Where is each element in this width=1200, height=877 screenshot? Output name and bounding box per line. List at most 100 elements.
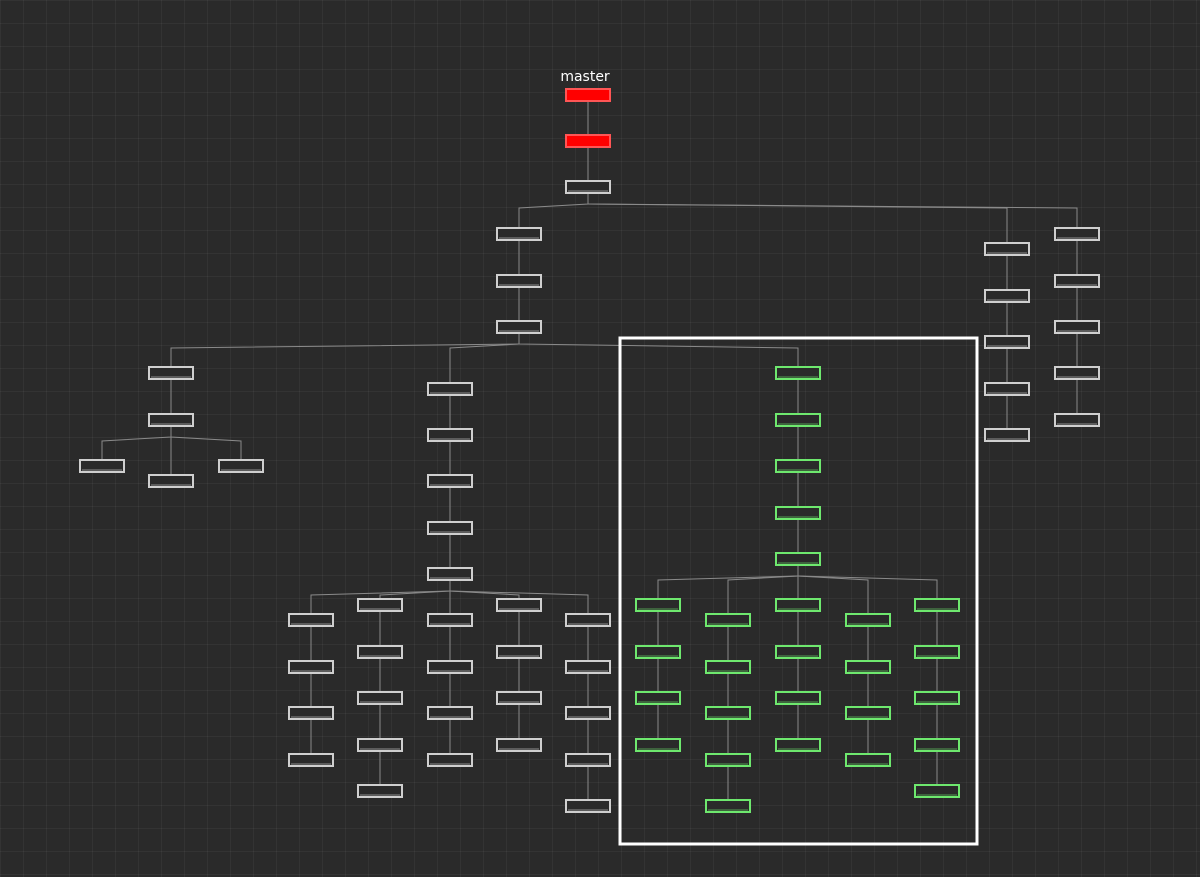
commit-node[interactable] [496,738,542,752]
commit-node[interactable] [357,738,403,752]
commit-node[interactable] [1054,366,1100,380]
commit-node-box[interactable] [565,706,611,720]
commit-node[interactable] [565,613,611,627]
commit-node[interactable] [496,227,542,241]
selected-commit-node[interactable] [914,598,960,612]
commit-node[interactable] [288,660,334,674]
commit-node-box[interactable] [427,613,473,627]
commit-node[interactable] [565,706,611,720]
commit-node-box[interactable] [218,459,264,473]
commit-node[interactable] [984,335,1030,349]
commit-node-box[interactable] [427,567,473,581]
selected-commit-node[interactable] [635,691,681,705]
commit-node-box[interactable] [288,613,334,627]
commit-node-box[interactable] [427,428,473,442]
commit-node-box[interactable] [914,691,960,705]
selected-commit-node[interactable] [705,660,751,674]
selected-commit-node[interactable] [635,598,681,612]
commit-node-box[interactable] [427,521,473,535]
selected-commit-node[interactable] [845,753,891,767]
commit-node-box[interactable] [565,660,611,674]
selected-commit-node[interactable] [845,613,891,627]
selected-commit-node[interactable] [914,784,960,798]
commit-node[interactable] [427,382,473,396]
commit-node-box[interactable] [705,706,751,720]
commit-node-box[interactable] [1054,274,1100,288]
commit-node[interactable] [496,274,542,288]
commit-node[interactable] [357,645,403,659]
selected-commit-node[interactable] [914,738,960,752]
selected-commit-node[interactable] [845,706,891,720]
commit-node[interactable] [218,459,264,473]
commit-node-box[interactable] [496,598,542,612]
commit-node-box[interactable] [496,738,542,752]
commit-node-box[interactable] [775,459,821,473]
selected-commit-node[interactable] [705,753,751,767]
commit-node-box[interactable] [775,552,821,566]
commit-node-box[interactable] [148,366,194,380]
commit-node[interactable] [427,753,473,767]
commit-node[interactable] [357,784,403,798]
commit-node[interactable] [496,691,542,705]
selected-commit-node[interactable] [775,552,821,566]
commit-node-box[interactable] [427,660,473,674]
selected-commit-node[interactable] [775,413,821,427]
selected-commit-node[interactable] [845,660,891,674]
selected-commit-node[interactable] [914,645,960,659]
commit-node-box[interactable] [565,180,611,194]
selected-commit-node[interactable] [705,799,751,813]
commit-node[interactable] [496,320,542,334]
selected-commit-node[interactable] [705,613,751,627]
selected-commit-node[interactable] [635,738,681,752]
commit-node-box[interactable] [427,706,473,720]
commit-node-box[interactable] [914,645,960,659]
commit-node[interactable] [984,428,1030,442]
selected-commit-node[interactable] [775,738,821,752]
commit-node-box[interactable] [914,784,960,798]
commit-node-box[interactable] [148,474,194,488]
commit-node-box[interactable] [288,660,334,674]
commit-node-box[interactable] [845,613,891,627]
commit-node-box[interactable] [775,691,821,705]
commit-node[interactable] [565,660,611,674]
commit-node-box[interactable] [565,134,611,148]
commit-node[interactable] [148,474,194,488]
commit-node-box[interactable] [496,691,542,705]
commit-node-box[interactable] [775,738,821,752]
commit-node-box[interactable] [635,738,681,752]
commit-node-box[interactable] [496,645,542,659]
commit-node-box[interactable] [357,691,403,705]
commit-node-box[interactable] [496,274,542,288]
selected-commit-node[interactable] [775,645,821,659]
commit-node[interactable] [565,180,611,194]
commit-node-box[interactable] [288,706,334,720]
commit-node-box[interactable] [565,88,611,102]
commit-node-box[interactable] [775,366,821,380]
commit-node[interactable] [357,598,403,612]
commit-node[interactable] [427,613,473,627]
commit-node-box[interactable] [427,382,473,396]
selected-commit-node[interactable] [775,366,821,380]
commit-node-box[interactable] [705,799,751,813]
commit-node-box[interactable] [148,413,194,427]
commit-node-box[interactable] [984,289,1030,303]
commit-node-box[interactable] [984,335,1030,349]
selected-commit-node[interactable] [775,598,821,612]
commit-node-box[interactable] [357,738,403,752]
commit-node-box[interactable] [775,506,821,520]
commit-node[interactable] [427,660,473,674]
commit-node[interactable] [427,706,473,720]
commit-node-box[interactable] [427,753,473,767]
commit-node[interactable] [427,567,473,581]
commit-node[interactable] [427,428,473,442]
selected-commit-node[interactable] [775,459,821,473]
commit-node-box[interactable] [79,459,125,473]
commit-node-box[interactable] [1054,320,1100,334]
commit-node-box[interactable] [705,613,751,627]
commit-node[interactable] [565,799,611,813]
commit-node[interactable] [427,521,473,535]
commit-node-box[interactable] [1054,227,1100,241]
commit-node-box[interactable] [357,645,403,659]
commit-node[interactable] [148,366,194,380]
selected-commit-node[interactable] [775,691,821,705]
